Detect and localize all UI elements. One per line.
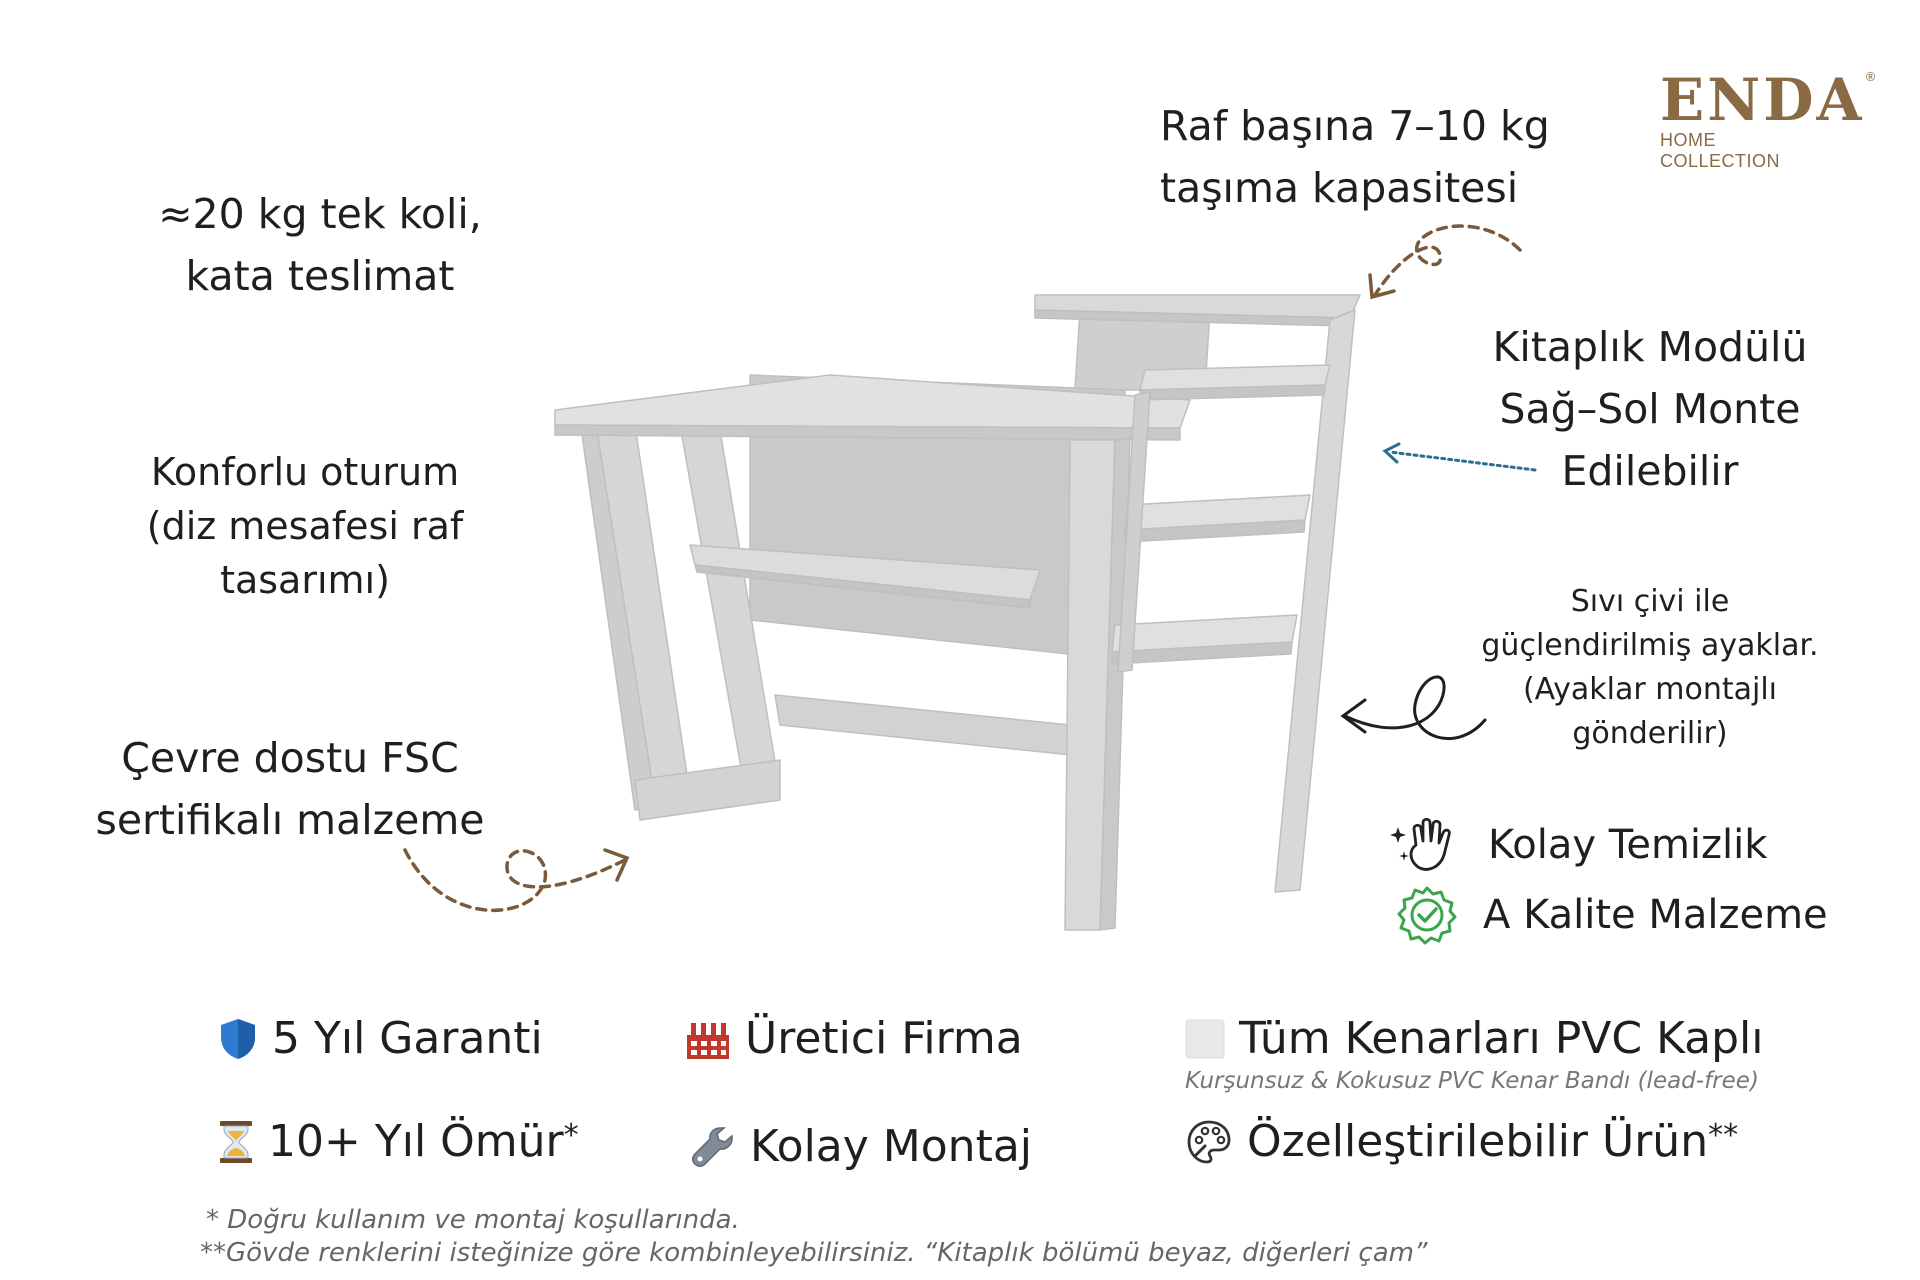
feature-assembly: Kolay Montaj: [690, 1120, 1032, 1174]
brand-name: ENDA: [1660, 66, 1865, 134]
callout-package: ≈20 kg tek koli, kata teslimat: [158, 190, 482, 300]
feature-pvc-edges-label: Tüm Kenarları PVC Kaplı: [1239, 1013, 1764, 1064]
callout-capacity: Raf başına 7–10 kg taşıma kapasitesi: [1160, 102, 1550, 212]
feature-manufacturer-label: Üretici Firma: [745, 1013, 1023, 1064]
badge-easy-cleaning: Kolay Temizlik: [1390, 815, 1767, 875]
feature-assembly-label: Kolay Montaj: [750, 1121, 1033, 1172]
feature-pvc-edges: Tüm Kenarları PVC Kaplı Kurşunsuz & Koku…: [1185, 1012, 1764, 1094]
desk-illustration: [554, 294, 1361, 931]
hourglass-icon: [218, 1119, 254, 1165]
callout-bookcase: Kitaplık Modülü Sağ–Sol Monte Edilebilir: [1492, 323, 1808, 495]
eco-arrow-icon: [403, 848, 630, 913]
brand-logo: ENDA ® HOME COLLECTION: [1660, 70, 1877, 172]
feature-customizable-label: Özelleştirilebilir Ürün: [1247, 1116, 1709, 1167]
feature-manufacturer: Üretici Firma: [685, 1012, 1023, 1066]
callout-comfort: Konforlu oturum (diz mesafesi raf tasarı…: [146, 450, 464, 602]
legs-arrow-icon: [1340, 675, 1487, 740]
wrench-icon: [690, 1124, 736, 1170]
callout-eco: Çevre dostu FSC sertifikalı malzeme: [95, 734, 485, 844]
quality-seal-icon: [1397, 885, 1457, 945]
feature-customizable: Özelleştirilebilir Ürün**: [1185, 1115, 1738, 1169]
feature-lifetime: 10+ Yıl Ömür*: [218, 1115, 579, 1169]
factory-icon: [685, 1017, 731, 1061]
badge-easy-cleaning-label: Kolay Temizlik: [1488, 822, 1768, 868]
shield-icon: [218, 1017, 258, 1061]
feature-lifetime-label: 10+ Yıl Ömür: [268, 1116, 564, 1167]
feature-warranty: 5 Yıl Garanti: [218, 1012, 543, 1066]
feature-lifetime-mark: *: [563, 1118, 579, 1153]
feature-warranty-label: 5 Yıl Garanti: [272, 1013, 543, 1064]
bookcase-arrow-icon: [1382, 442, 1537, 472]
callout-legs: Sıvı çivi ile güçlendirilmiş ayaklar. (A…: [1481, 584, 1819, 751]
footnote-colors: **Gövde renklerini isteğinize göre kombi…: [200, 1238, 1428, 1268]
palette-icon: [1185, 1118, 1233, 1166]
registered-mark: ®: [1864, 70, 1877, 84]
feature-pvc-edges-note: Kurşunsuz & Kokusuz PVC Kenar Bandı (lea…: [1185, 1068, 1759, 1094]
footnote-usage: * Doğru kullanım ve montaj koşullarında.: [206, 1205, 740, 1235]
cleaning-hand-icon: [1390, 815, 1462, 875]
badge-quality: A Kalite Malzeme: [1397, 885, 1828, 945]
brand-tagline: HOME COLLECTION: [1660, 130, 1781, 171]
capacity-arrow-icon: [1368, 224, 1522, 300]
feature-customizable-mark: **: [1708, 1118, 1739, 1153]
white-square-icon: [1185, 1019, 1225, 1059]
badge-quality-label: A Kalite Malzeme: [1483, 892, 1828, 938]
